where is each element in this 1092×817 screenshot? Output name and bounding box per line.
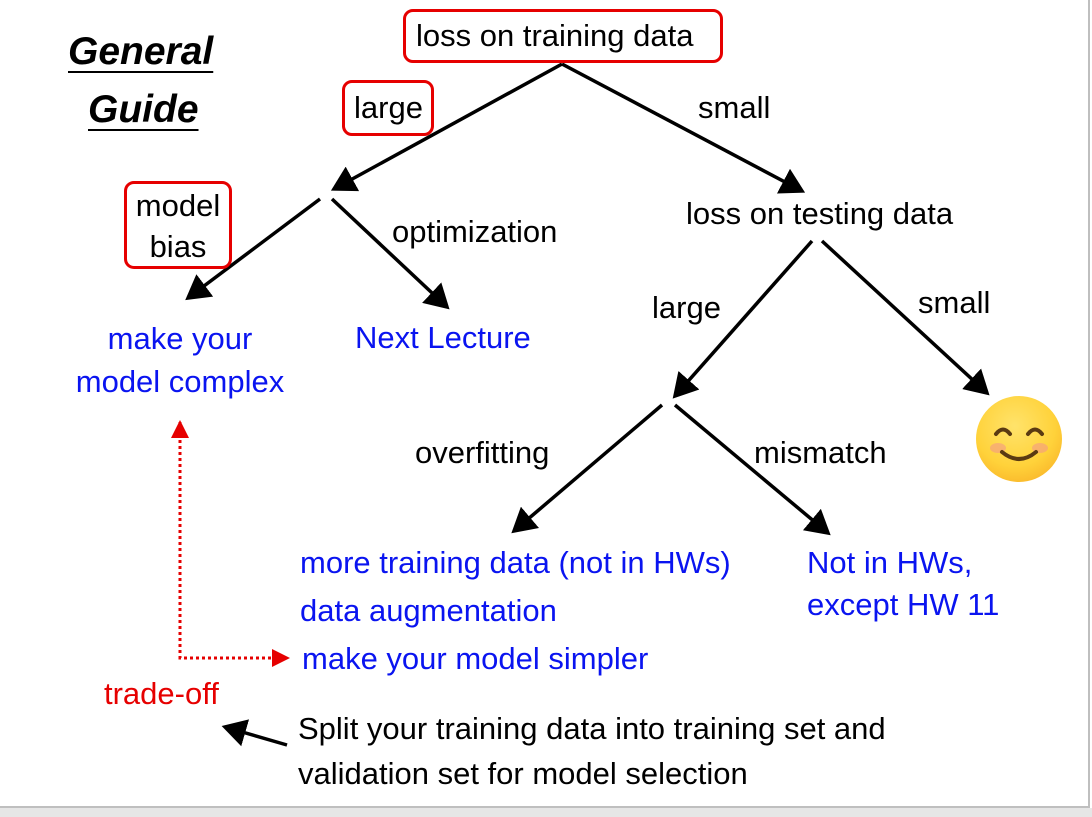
- label-optimization: optimization: [392, 214, 558, 249]
- note-split-2: validation set for model selection: [298, 756, 748, 791]
- page-bottom-strip: [0, 808, 1092, 817]
- title-line-2: Guide: [88, 88, 199, 131]
- title-line-1: General: [68, 30, 214, 73]
- edge-testing-small: [820, 239, 990, 396]
- label-model-bias-1: model: [135, 188, 221, 223]
- edge-large-modelbias: [185, 197, 322, 301]
- label-small-1: small: [698, 90, 771, 125]
- remedy-next-lecture: Next Lecture: [355, 320, 531, 355]
- edge-large-optimization: [330, 197, 450, 310]
- edge-training-small: [561, 62, 806, 194]
- remedy-make-complex-2: model complex: [75, 364, 285, 399]
- remedy-make-complex-1: make your: [107, 321, 253, 356]
- edge-training-large: [330, 62, 563, 192]
- label-small-2: small: [918, 285, 991, 320]
- note-split-1: Split your training data into training s…: [298, 711, 886, 746]
- smiling-face-icon: [976, 396, 1062, 482]
- highlight-box-model-bias: [124, 181, 232, 269]
- edge-large-overfitting: [511, 403, 664, 534]
- remedy-mismatch-1: Not in HWs,: [807, 545, 973, 580]
- label-large-2: large: [652, 290, 721, 325]
- node-loss-training: loss on training data: [416, 18, 694, 53]
- edge-large-mismatch: [673, 403, 831, 536]
- label-trade-off: trade-off: [104, 676, 219, 711]
- highlight-box-training-loss: [403, 9, 723, 63]
- label-large-1: large: [354, 90, 423, 125]
- label-model-bias-2: bias: [149, 229, 207, 264]
- remedy-overfit-2: data augmentation: [300, 593, 557, 628]
- remedy-overfit-3: make your model simpler: [302, 641, 649, 676]
- remedy-mismatch-2: except HW 11: [807, 587, 1000, 622]
- highlight-box-large: [342, 80, 434, 136]
- remedy-overfit-1: more training data (not in HWs): [300, 545, 731, 580]
- split-arrow: [221, 719, 288, 747]
- label-overfitting: overfitting: [415, 435, 550, 470]
- node-loss-testing: loss on testing data: [686, 196, 954, 231]
- edge-testing-large: [672, 239, 814, 399]
- label-mismatch: mismatch: [754, 435, 887, 470]
- trade-off-dotted-arrow: [178, 422, 290, 667]
